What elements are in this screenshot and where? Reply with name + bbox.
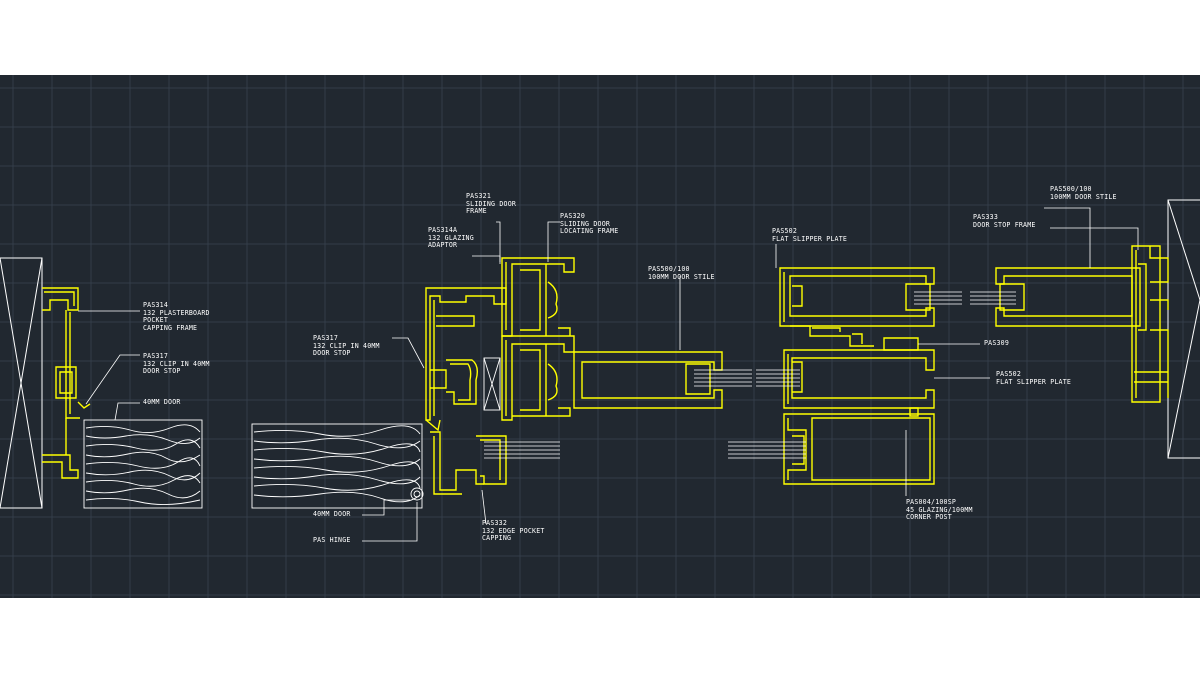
cad-drawing-canvas[interactable] <box>0 75 1200 598</box>
label-line: PAS309 <box>984 339 1010 347</box>
label-line: FLAT SLIPPER PLATE <box>996 377 1072 386</box>
label-pas-hinge: PAS HINGE <box>313 536 351 545</box>
label-line: PAS314 <box>143 301 169 309</box>
label-line: PAS321 <box>466 192 492 200</box>
label-line: CORNER POST <box>906 513 952 522</box>
label-line: 132 EDGE POCKET <box>482 526 545 535</box>
label-line: PAS502 <box>996 370 1022 378</box>
label-line: 132 CLIP IN 40MM <box>313 341 380 350</box>
label-line: 132 PLASTERBOARD <box>143 308 210 317</box>
label-line: PAS332 <box>482 519 508 527</box>
label-line: 40MM DOOR <box>313 510 351 518</box>
label-line: FLAT SLIPPER PLATE <box>772 234 848 243</box>
label-line: POCKET <box>143 316 169 325</box>
label-pas309: PAS309 <box>984 339 1010 348</box>
right-slider-detail <box>728 207 1141 496</box>
label-line: LOCATING FRAME <box>560 227 619 236</box>
label-line: ADAPTOR <box>428 241 458 250</box>
center-frame-detail <box>251 221 752 542</box>
label-line: PAS314A <box>428 226 458 234</box>
label-line: PAS320 <box>560 212 586 220</box>
label-line: PAS004/100SP <box>906 498 957 506</box>
label-40mm-door-mid: 40MM DOOR <box>313 510 351 519</box>
label-line: PAS317 <box>143 352 169 360</box>
label-40mm-door-left: 40MM DOOR <box>143 398 181 407</box>
label-line: CAPPING <box>482 534 512 543</box>
label-line: PAS500/100 <box>1050 185 1092 193</box>
label-line: 132 GLAZING <box>428 233 474 242</box>
label-line: SLIDING DOOR <box>560 219 611 228</box>
left-door-jamb-detail <box>0 257 203 509</box>
label-line: FRAME <box>466 207 487 216</box>
label-line: 100MM DOOR STILE <box>1050 192 1117 201</box>
right-jamb-detail <box>1131 199 1200 459</box>
label-line: PAS333 <box>973 213 999 221</box>
label-line: PAS HINGE <box>313 536 351 544</box>
label-line: DOOR STOP <box>313 349 351 358</box>
label-line: DOOR STOP <box>143 367 181 376</box>
label-line: 100MM DOOR STILE <box>648 272 715 281</box>
label-line: PAS502 <box>772 227 798 235</box>
label-line: SLIDING DOOR <box>466 199 517 208</box>
label-line: 132 CLIP IN 40MM <box>143 359 210 368</box>
drawing-grid <box>0 75 1200 598</box>
label-line: PAS500/100 <box>648 265 690 273</box>
label-line: PAS317 <box>313 334 339 342</box>
label-line: CAPPING FRAME <box>143 323 198 332</box>
label-line: 45 GLAZING/100MM <box>906 505 973 514</box>
label-line: DOOR STOP FRAME <box>973 220 1036 229</box>
label-line: 40MM DOOR <box>143 398 181 406</box>
